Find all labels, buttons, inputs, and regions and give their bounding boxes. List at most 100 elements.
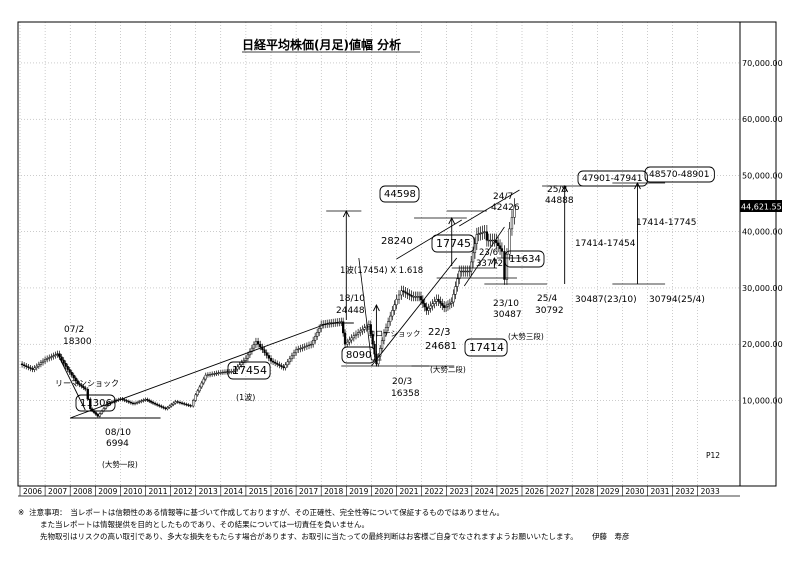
candle-body [481, 232, 484, 234]
candle-body [234, 368, 237, 372]
x-tick-label: 2007 [48, 487, 67, 496]
candle-body [72, 374, 75, 379]
candle-body [408, 293, 411, 296]
candle-body [265, 352, 268, 356]
annotation-label: 44598 [384, 189, 416, 200]
annotation-label: 17414-17745 [636, 218, 697, 228]
candle-body [435, 298, 438, 302]
x-tick-label: 2033 [701, 487, 720, 496]
annotation-label: 30487(23/10) [575, 295, 637, 305]
candle-body [267, 355, 270, 359]
x-tick-label: 2011 [148, 487, 167, 496]
chart-title: 日経平均株価(月足)値幅 分析 [242, 37, 401, 52]
candle-body [343, 332, 347, 345]
candle-body [406, 292, 409, 295]
x-tick-label: 2009 [98, 487, 117, 496]
annotation-box [75, 394, 116, 412]
y-axis-ticks: 10,000.0020,000.0030,000.0040,000.0050,0… [742, 59, 783, 406]
candle-body [450, 301, 453, 304]
candle-body [238, 364, 241, 368]
candle-body [185, 403, 188, 406]
candle-body [384, 327, 388, 334]
candle-body [460, 270, 463, 273]
candle-body [386, 321, 390, 328]
candle-body [170, 404, 173, 407]
x-tick-label: 2013 [199, 487, 218, 496]
x-tick-label: 2029 [600, 487, 619, 496]
candle-body [400, 290, 403, 296]
candle-body [80, 384, 83, 387]
measure-arrow-head [342, 209, 350, 218]
candle-body [242, 360, 245, 363]
annotation-label: (1波) [236, 392, 255, 402]
annotation-label: 6994 [106, 439, 129, 449]
candle-body [318, 328, 321, 333]
candle-body [48, 357, 51, 359]
candle-body [458, 270, 461, 280]
annotation-label: 33772 [476, 259, 503, 269]
annotation-label: 30487 [493, 310, 522, 320]
x-tick-label: 2024 [475, 487, 494, 496]
candle-body [491, 239, 494, 242]
trend-line [396, 219, 462, 260]
candle-body [25, 365, 28, 367]
candle-body [176, 401, 179, 403]
candle-body [470, 261, 473, 272]
candle-body [466, 270, 469, 273]
annotation-label: 30794(25/4) [649, 295, 705, 305]
candle-body [140, 400, 143, 402]
candle-body [172, 402, 175, 405]
candle-body [274, 361, 277, 364]
candle-body [414, 296, 417, 298]
annotation-label: リーマンショック [55, 379, 119, 388]
candle-body [402, 290, 405, 293]
candle-body [66, 366, 69, 370]
candle-body [340, 321, 343, 323]
candle-body [416, 296, 419, 298]
candle-body [146, 399, 149, 401]
candle-body [282, 366, 285, 369]
x-tick-label: 2028 [575, 487, 594, 496]
candle-body [23, 364, 26, 367]
candle-body [256, 341, 260, 345]
candle-body [52, 355, 55, 357]
candle-body [427, 307, 430, 311]
candle-body [41, 360, 45, 364]
candle-body [410, 295, 413, 297]
candle-body [495, 239, 498, 244]
annotation-label: 24681 [425, 341, 457, 352]
disclaimer-line-2: また当レポートは情報提供を目的としたものであり、その結果については一切責任を負い… [40, 520, 370, 529]
candle-body [367, 324, 371, 327]
candle-body [419, 296, 423, 301]
candle-body [280, 365, 283, 367]
candle-body [39, 362, 43, 365]
candle-body [208, 374, 212, 376]
candle-body [483, 231, 486, 233]
candle-body [158, 404, 161, 407]
candle-body [31, 368, 34, 370]
candle-body [363, 327, 366, 330]
candle-body [462, 270, 465, 273]
candle-body [198, 386, 201, 392]
trend-line [70, 322, 329, 419]
candle-body [468, 270, 471, 273]
annotation-label: 25/8 [547, 185, 567, 195]
y-tick-label: 70,000.00 [742, 59, 783, 68]
annotation-label: 47901-47941 [582, 174, 643, 184]
candle-body [89, 398, 92, 410]
candle-body [508, 228, 511, 255]
annotation-label: 11634 [509, 254, 541, 265]
candle-body [452, 294, 455, 303]
candle-body [62, 359, 65, 364]
plot-frame [17, 21, 741, 487]
annotation-label: 8090 [346, 350, 371, 361]
candle-body [479, 232, 482, 235]
candle-body [288, 358, 291, 363]
candle-body [346, 341, 349, 345]
annotation-label: 18300 [63, 337, 92, 347]
candle-body [180, 402, 184, 404]
candle-body [380, 340, 384, 349]
measure-arrow-head [490, 256, 498, 265]
candle-body [391, 310, 394, 317]
candle-body [236, 366, 239, 370]
